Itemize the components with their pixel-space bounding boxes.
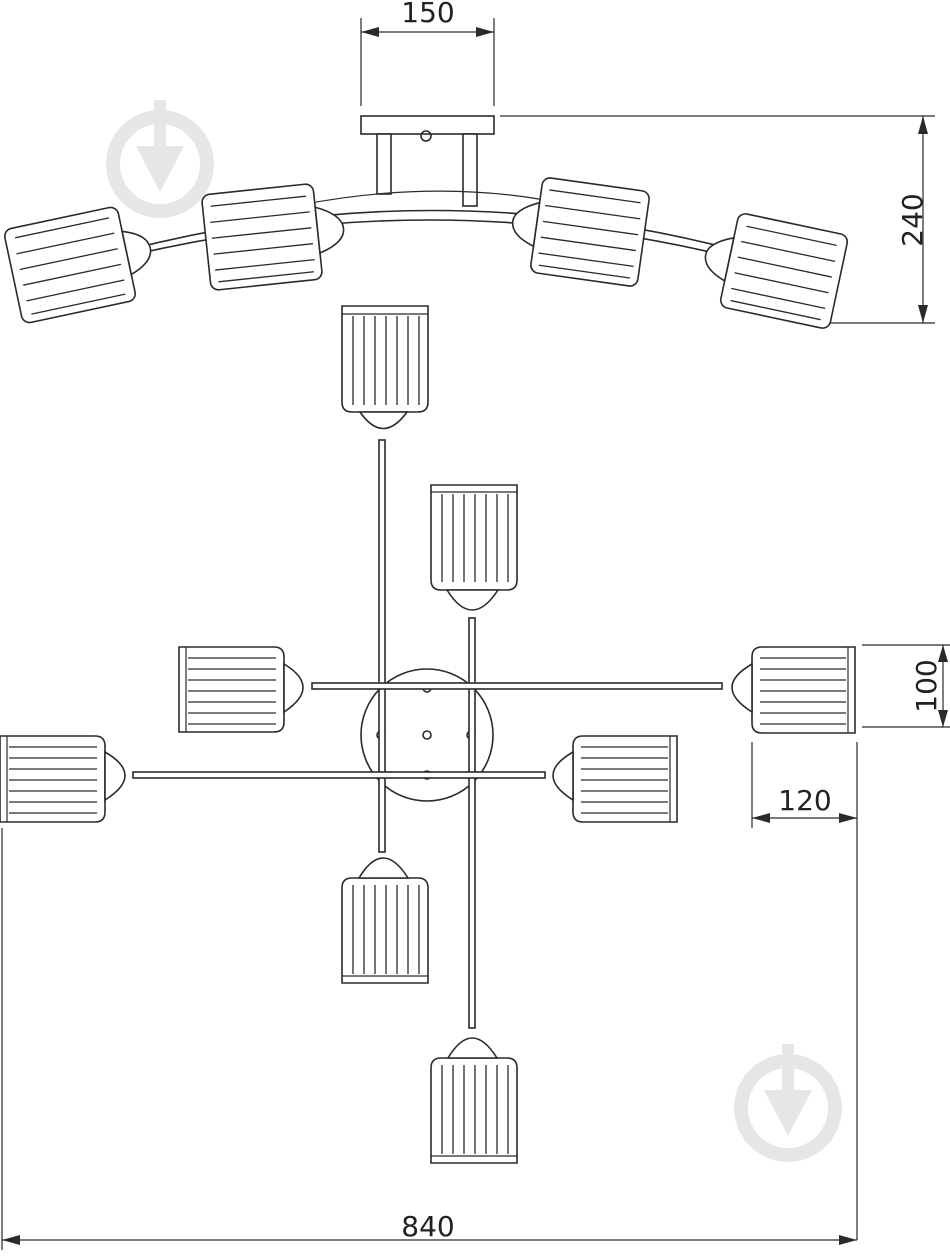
- top-view: [0, 305, 856, 1164]
- dimension-overall-width-label: 840: [401, 1210, 454, 1243]
- dimension-height: 240: [500, 115, 935, 324]
- dimension-shade-height-label: 100: [910, 659, 943, 712]
- dimension-shade-height: 100: [862, 644, 950, 728]
- dimension-shade-width: 120: [751, 742, 858, 1240]
- dimension-overall-width: 840: [1, 828, 857, 1250]
- dimension-canopy-width-label: 150: [401, 0, 454, 29]
- watermark-logo-icon: [106, 100, 214, 218]
- side-view: [3, 115, 849, 329]
- watermark-logo-icon: [734, 1044, 842, 1162]
- dimension-shade-width-label: 120: [778, 784, 831, 817]
- dimension-height-label: 240: [896, 193, 929, 246]
- dimension-canopy-width: 150: [360, 0, 495, 106]
